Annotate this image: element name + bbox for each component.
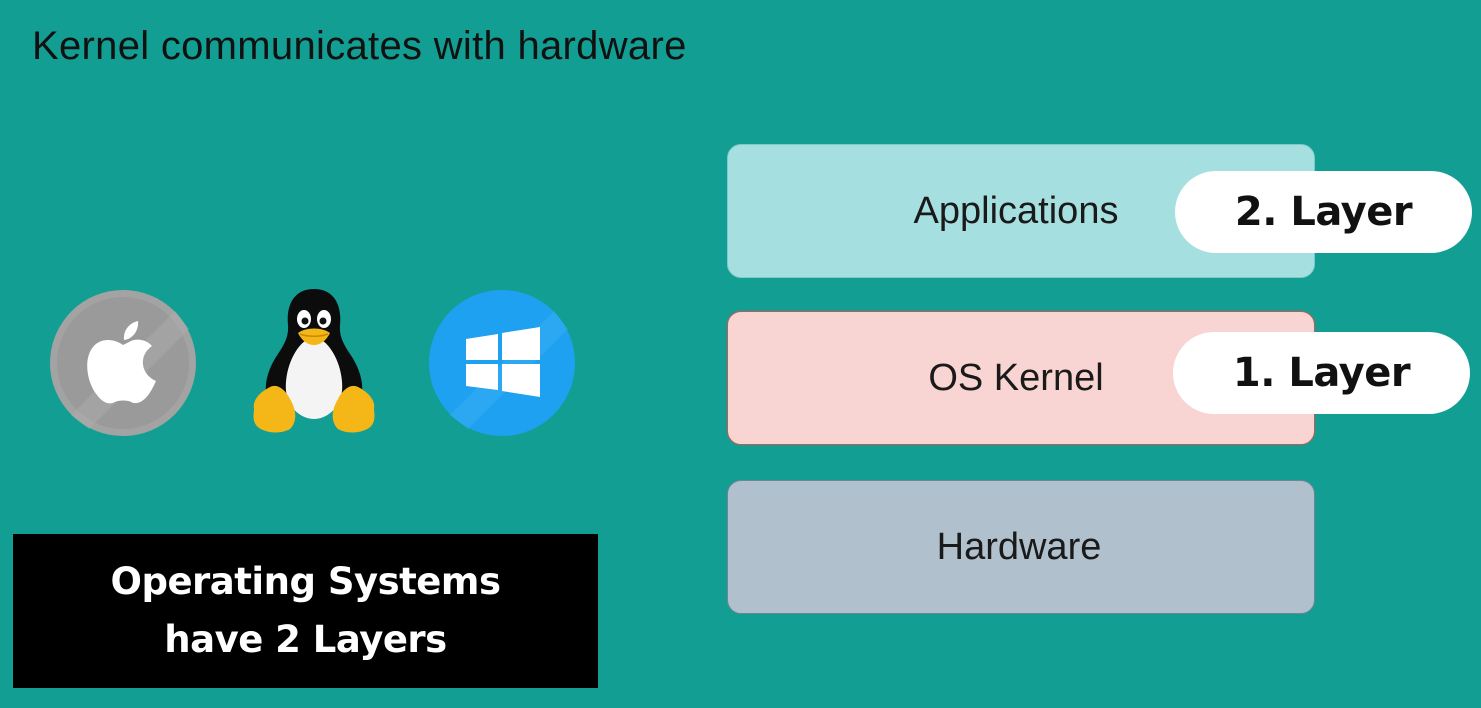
applications-layer-box: Applications (727, 144, 1315, 278)
layer-2-badge: 2. Layer (1175, 171, 1472, 253)
windows-icon (429, 290, 575, 436)
apple-icon (50, 290, 196, 436)
layer-2-badge-text: 2. Layer (1234, 189, 1413, 235)
caption-box: Operating Systems have 2 Layers (13, 534, 598, 688)
os-kernel-label: OS Kernel (928, 356, 1104, 399)
applications-label: Applications (913, 189, 1119, 232)
linux-tux-icon (253, 289, 375, 433)
hardware-layer-box: Hardware (727, 480, 1315, 614)
caption-line-2: have 2 Layers (164, 618, 447, 661)
hardware-label: Hardware (936, 525, 1102, 568)
layer-1-badge-text: 1. Layer (1232, 350, 1411, 396)
layer-1-badge: 1. Layer (1173, 332, 1470, 414)
caption-line-1: Operating Systems (110, 560, 501, 603)
slide-title: Kernel communicates with hardware (32, 24, 687, 68)
